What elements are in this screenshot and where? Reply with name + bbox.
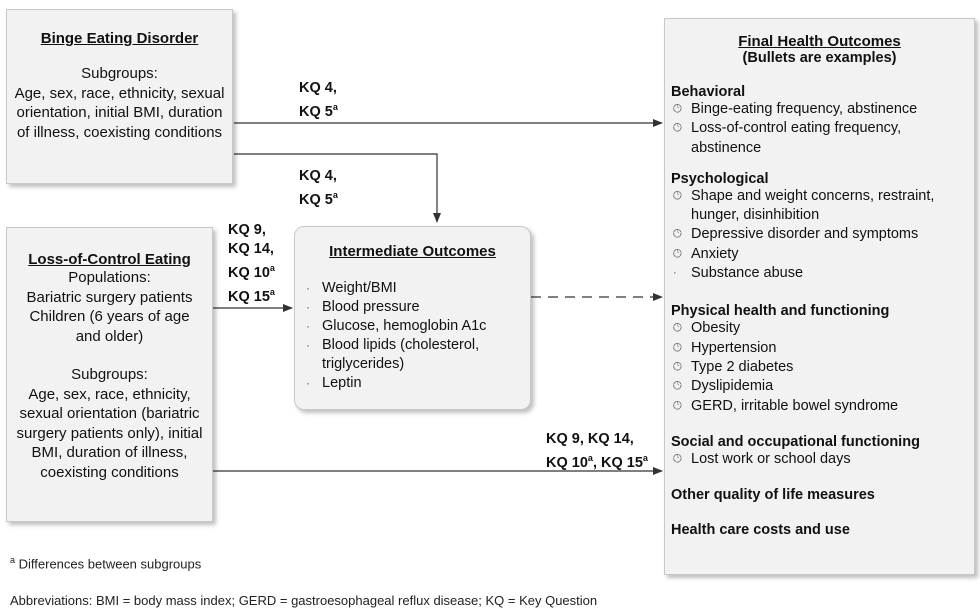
- list-item: 🕑︎Anxiety: [671, 245, 968, 264]
- section-heading-costs: Health care costs and use: [671, 522, 850, 539]
- clock-icon: 🕑︎: [673, 228, 682, 241]
- clock-icon: 🕑︎: [673, 189, 682, 202]
- list-item: ·Substance abuse: [671, 264, 968, 283]
- intermediate-list: ·Weight/BMI ·Blood pressure ·Glucose, he…: [303, 279, 522, 393]
- behavioral-list: 🕑︎Binge-eating frequency, abstinence 🕑︎L…: [671, 100, 968, 158]
- list-item: 🕑︎Type 2 diabetes: [671, 358, 968, 377]
- footnote-abbreviations: Abbreviations: BMI = body mass index; GE…: [10, 593, 598, 608]
- binge-eating-disorder-box: Binge Eating Disorder Subgroups: Age, se…: [6, 9, 233, 184]
- list-item: ·Leptin: [306, 375, 362, 391]
- loc-subgroups-text: Age, sex, race, ethnicity, sexual orient…: [16, 385, 203, 481]
- arrow-binge-to-intermediate: [234, 153, 441, 223]
- loc-population-1: Bariatric surgery patients: [26, 288, 193, 306]
- physical-list: 🕑︎Obesity 🕑︎Hypertension 🕑︎Type 2 diabet…: [671, 319, 968, 415]
- kq-label-mid: KQ 4, KQ 5a: [299, 168, 338, 208]
- psychological-list: 🕑︎Shape and weight concerns, restraint, …: [671, 187, 968, 283]
- section-heading-physical: Physical health and functioning: [671, 303, 890, 320]
- list-item: ·Glucose, hemoglobin A1c: [306, 318, 487, 334]
- clock-icon: 🕑︎: [673, 360, 682, 373]
- list-item: 🕑︎Shape and weight concerns, restraint, …: [673, 187, 935, 224]
- loc-population-2: Children (6 years of age and older): [29, 308, 190, 345]
- kq-label-top: KQ 4, KQ 5a: [299, 80, 338, 120]
- clock-icon: 🕑︎: [673, 380, 682, 393]
- kq-label-left: KQ 9, KQ 14, KQ 10a KQ 15a: [228, 222, 275, 305]
- kq-label-bottom: KQ 9, KQ 14, KQ 10a, KQ 15a: [546, 431, 648, 471]
- list-item: ·Weight/BMI: [306, 280, 397, 296]
- section-heading-quality-of-life: Other quality of life measures: [671, 487, 875, 504]
- loc-populations-label: Populations:: [68, 269, 151, 286]
- section-heading-psychological: Psychological: [671, 170, 769, 187]
- final-subtitle: (Bullets are examples): [742, 50, 897, 66]
- clock-icon: 🕑︎: [673, 122, 682, 135]
- intermediate-outcomes-box: Intermediate Outcomes ·Weight/BMI ·Blood…: [294, 226, 531, 410]
- list-item: 🕑︎Binge-eating frequency, abstinence: [671, 100, 968, 119]
- section-heading-social: Social and occupational functioning: [671, 433, 920, 450]
- clock-icon: 🕑︎: [673, 399, 682, 412]
- list-item: 🕑︎Lost work or school days: [671, 450, 968, 469]
- list-item: 🕑︎Obesity: [671, 319, 968, 338]
- social-list: 🕑︎Lost work or school days: [671, 450, 968, 469]
- final-title: Final Health Outcomes: [738, 33, 901, 50]
- clock-icon: 🕑︎: [673, 452, 682, 465]
- footnote-subgroups: a Differences between subgroups: [10, 555, 202, 572]
- list-item: 🕑︎Hypertension: [671, 339, 968, 358]
- loc-subgroups-label: Subgroups:: [71, 366, 148, 383]
- clock-icon: 🕑︎: [673, 247, 682, 260]
- list-item: ·Blood lipids (cholesterol, triglyceride…: [306, 337, 480, 372]
- list-item: 🕑︎Loss-of-control eating frequency, abst…: [673, 120, 902, 156]
- clock-icon: 🕑︎: [673, 322, 682, 335]
- list-item: ·Blood pressure: [306, 299, 420, 315]
- list-item: 🕑︎Depressive disorder and symptoms: [671, 225, 968, 244]
- list-item: 🕑︎Dyslipidemia: [671, 377, 968, 396]
- clock-icon: 🕑︎: [673, 341, 682, 354]
- intermediate-title: Intermediate Outcomes: [329, 243, 496, 260]
- final-health-outcomes-box: Final Health Outcomes (Bullets are examp…: [664, 18, 975, 575]
- section-heading-behavioral: Behavioral: [671, 84, 746, 100]
- binge-subgroups-text: Age, sex, race, ethnicity, sexual orient…: [14, 84, 225, 141]
- binge-subgroups-label: Subgroups:: [81, 65, 158, 82]
- loss-of-control-box: Loss-of-Control Eating Populations: Bari…: [6, 227, 213, 522]
- clock-icon: 🕑︎: [673, 103, 682, 115]
- dot-icon: ·: [673, 267, 677, 280]
- list-item: 🕑︎GERD, irritable bowel syndrome: [671, 397, 968, 416]
- binge-title: Binge Eating Disorder: [40, 30, 199, 47]
- loc-title: Loss-of-Control Eating: [28, 251, 191, 268]
